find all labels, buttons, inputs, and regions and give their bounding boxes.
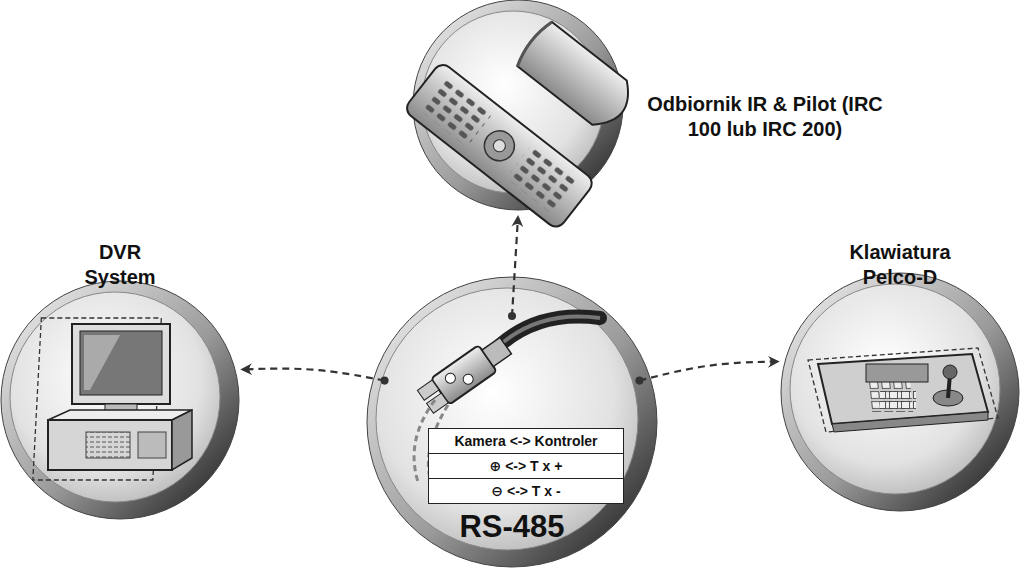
bus-label: RS-485 <box>432 508 592 547</box>
dashed-arrow <box>639 362 777 381</box>
circle-outline <box>412 0 624 211</box>
device-circle: Odbiornik IR & Pilot (IRC 100 lub IRC 20… <box>412 0 624 211</box>
device-circle: DVR System <box>0 280 240 520</box>
table-cell: Kamera <-> Kontroler <box>429 429 623 453</box>
device-circle: Klawiatura Pelco-D <box>780 272 1020 512</box>
dashed-arrow <box>242 369 384 381</box>
table-cell: ⊕ <-> T x + <box>429 453 623 478</box>
table-cell: ⊖ <-> T x - <box>429 478 623 503</box>
circle-outline <box>0 280 240 520</box>
device-circle: Kamera <-> Kontroler⊕ <-> T x +⊖ <-> T x… <box>366 276 658 568</box>
device-label: DVR System <box>70 240 170 290</box>
circle-outline <box>780 272 1020 512</box>
device-label: Klawiatura Pelco-D <box>832 240 968 290</box>
pin-table: Kamera <-> Kontroler⊕ <-> T x +⊖ <-> T x… <box>428 428 624 504</box>
device-label: Odbiornik IR & Pilot (IRC 100 lub IRC 20… <box>640 92 890 142</box>
